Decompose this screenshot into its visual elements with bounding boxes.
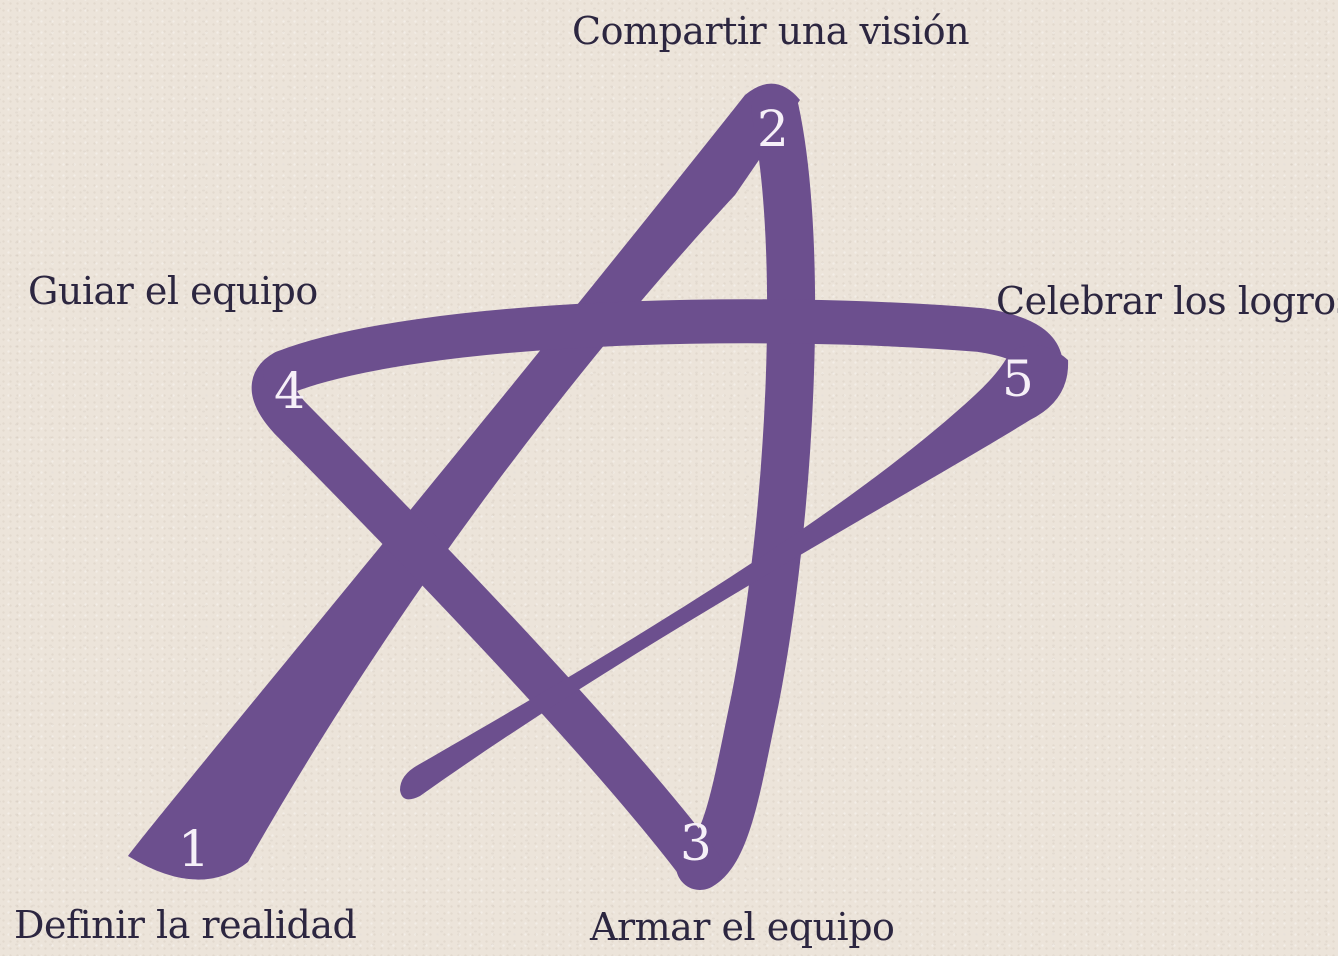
node-4-label: Guiar el equipo [28,272,318,310]
node-4-number: 4 [274,362,306,420]
node-5-number: 5 [1002,350,1034,408]
node-1-label: Definir la realidad [14,906,356,944]
node-1-number: 1 [178,820,210,878]
node-5-label: Celebrar los logros [996,282,1338,320]
node-2-number: 2 [757,100,789,158]
node-3-number: 3 [680,814,712,872]
node-3-label: Armar el equipo [590,908,894,946]
node-2-label: Compartir una visión [572,12,969,50]
edge-4-5 [285,321,1041,372]
edge-2-3 [700,110,791,866]
